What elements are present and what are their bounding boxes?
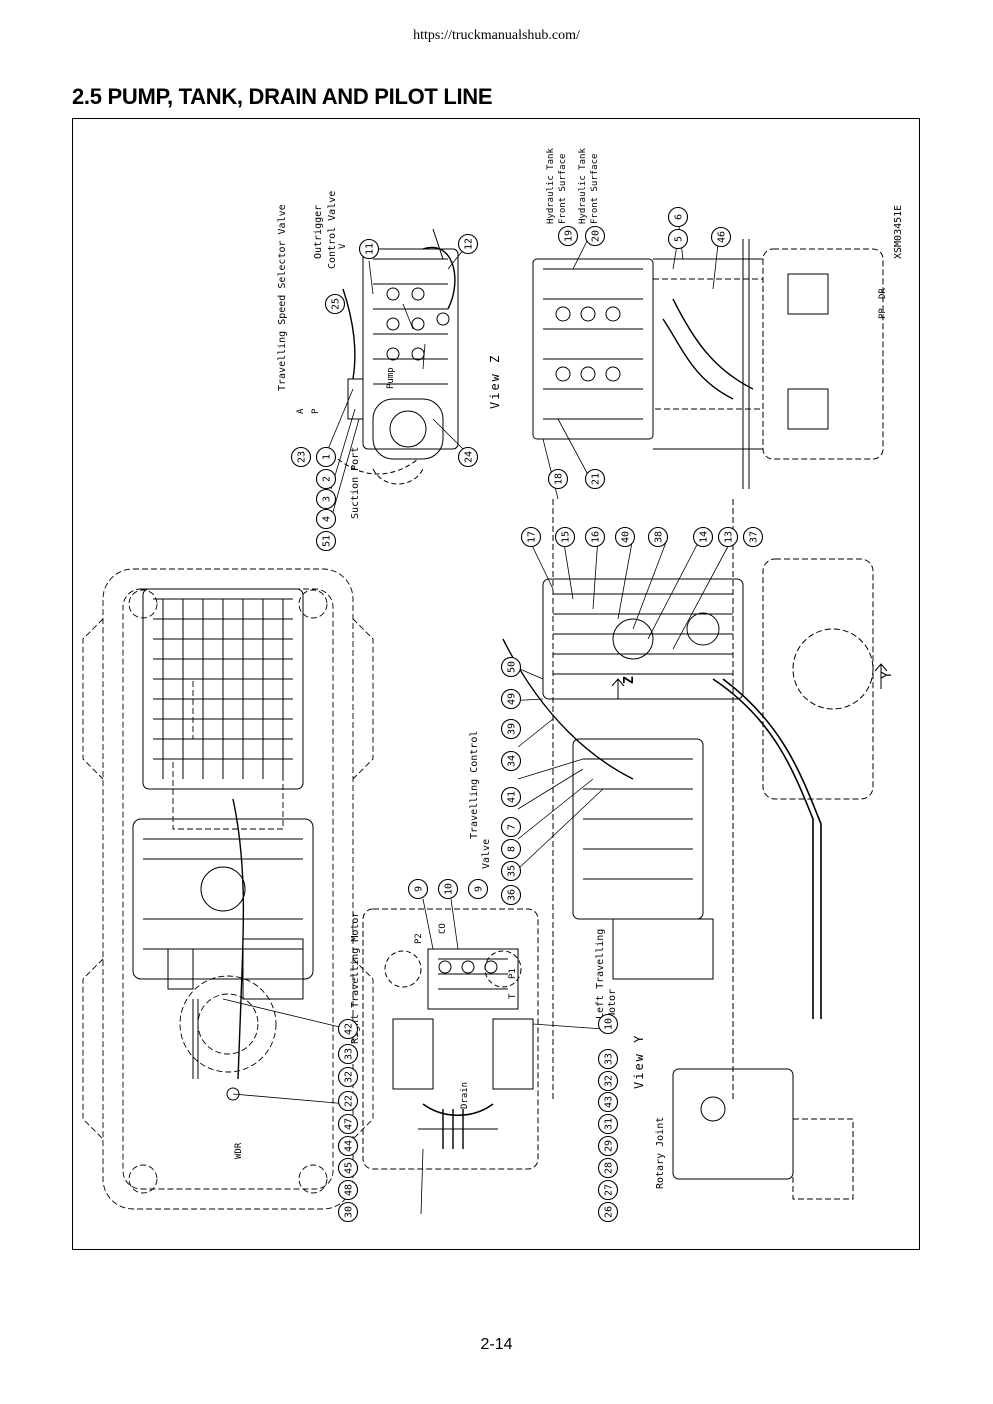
view-tank [532,239,884,489]
source-url[interactable]: https://truckmanualshub.com/ [413,28,580,43]
diagram-frame: Travelling Speed Selector Valve Outrigge… [72,118,920,1250]
callout-2: 2 [322,476,333,482]
callout-48: 48 [344,1184,355,1196]
drawing-code: XSM03451E [893,205,904,259]
label-travelling-speed-selector-valve: Travelling Speed Selector Valve [277,204,288,391]
label-hyd-tank-front-2-l1: Hydraulic Tank [578,148,588,224]
callout-4: 4 [322,516,333,522]
callout-29: 29 [604,1140,615,1152]
label-view-y: View Y [632,1034,646,1089]
view-z-pump [337,228,459,485]
callout-9b: 9 [474,886,485,892]
y-view-arrow-icon [874,663,888,689]
label-dr: DR [878,288,888,299]
label-rotary-joint: Rotary Joint [655,1117,666,1189]
hydraulic-diagram: Travelling Speed Selector Valve Outrigge… [82,148,904,1223]
callout-7: 7 [507,824,518,830]
page-number: 2-14 [480,1336,513,1353]
callout-6: 6 [674,214,685,220]
callout-40: 40 [621,531,632,543]
callout-44: 44 [344,1140,355,1152]
callout-33b: 33 [604,1053,615,1065]
callout-9a: 9 [414,886,425,892]
callout-3: 3 [322,496,333,502]
callout-15: 15 [561,531,572,543]
callout-23: 23 [297,451,308,463]
callout-13: 13 [724,531,735,543]
callout-36: 36 [507,889,518,901]
callout-32b: 32 [604,1075,615,1087]
z-view-arrow-icon [611,678,625,699]
callout-34: 34 [507,755,518,767]
callout-11: 11 [365,243,376,255]
label-v-port: V [338,243,348,249]
callout-22: 22 [344,1095,355,1107]
label-p2: P2 [414,933,424,944]
callout-10b: 10 [604,1018,615,1030]
label-t-port: T [508,993,518,999]
label-outrigger-control-valve-1: Outrigger [313,205,324,259]
callout-49: 49 [507,693,518,705]
label-view-z: View Z [488,354,502,409]
callout-31: 31 [604,1118,615,1130]
callout-47: 47 [344,1118,355,1130]
callout-43: 43 [604,1096,615,1108]
callout-19: 19 [564,230,575,242]
label-p1: P1 [508,968,518,979]
callout-41: 41 [507,791,518,803]
callout-37: 37 [749,531,760,543]
travelling-control-valve-view [502,499,874,1200]
callout-17: 17 [527,531,538,543]
label-travelling-control-valve-1: Travelling Control [469,731,480,839]
callout-8: 8 [507,846,518,852]
callout-20: 20 [591,230,602,242]
callout-1: 1 [322,454,333,460]
callout-38: 38 [654,531,665,543]
label-z-mark: Z [622,676,637,684]
callout-10a: 10 [444,883,455,895]
callout-33a: 33 [344,1048,355,1060]
callout-18: 18 [554,473,565,485]
callout-12: 12 [464,238,475,250]
label-outrigger-control-valve-2: Control Valve [327,191,338,269]
callout-32a: 32 [344,1071,355,1083]
label-a-port: A [296,408,306,414]
callout-46: 46 [717,231,728,243]
label-co: CO [438,923,448,934]
view-y-motors [362,908,539,1170]
label-hyd-tank-front-2-l2: Front Surface [590,154,600,224]
label-p-port: P [311,408,321,414]
callout-14: 14 [699,531,710,543]
callout-35: 35 [507,865,518,877]
callout-25: 25 [331,298,342,310]
label-wdr: WDR [234,1142,244,1159]
label-left-travelling-motor-1: Left Travelling [595,929,606,1019]
label-left-travelling-motor-2: Motor [607,989,618,1019]
callout-21: 21 [591,473,602,485]
label-drain: Drain [460,1082,470,1109]
label-hyd-tank-front-1-l2: Front Surface [558,154,568,224]
callout-50: 50 [507,661,518,673]
label-suction-port: Suction Port [350,447,361,519]
callout-26: 26 [604,1206,615,1218]
callout-16: 16 [591,531,602,543]
callout-51: 51 [322,535,333,547]
callout-45: 45 [344,1162,355,1174]
label-right-travelling-motor: Right Travelling Motor [350,912,361,1044]
main-plan-solid [132,588,314,1101]
callout-24: 24 [464,451,475,463]
main-plan-view [82,568,374,1210]
label-hyd-tank-front-1-l1: Hydraulic Tank [546,148,556,224]
callout-5: 5 [674,236,685,242]
callout-30: 30 [344,1206,355,1218]
section-title: 2.5 PUMP, TANK, DRAIN AND PILOT LINE [72,84,493,109]
callout-27: 27 [604,1184,615,1196]
callout-39: 39 [507,723,518,735]
callout-42: 42 [344,1023,355,1035]
label-y-arrow: Y [880,671,895,679]
label-pump: Pump [386,367,396,389]
label-pp: PP [878,308,888,319]
label-travelling-control-valve-2: Valve [481,839,492,869]
callout-28: 28 [604,1162,615,1174]
